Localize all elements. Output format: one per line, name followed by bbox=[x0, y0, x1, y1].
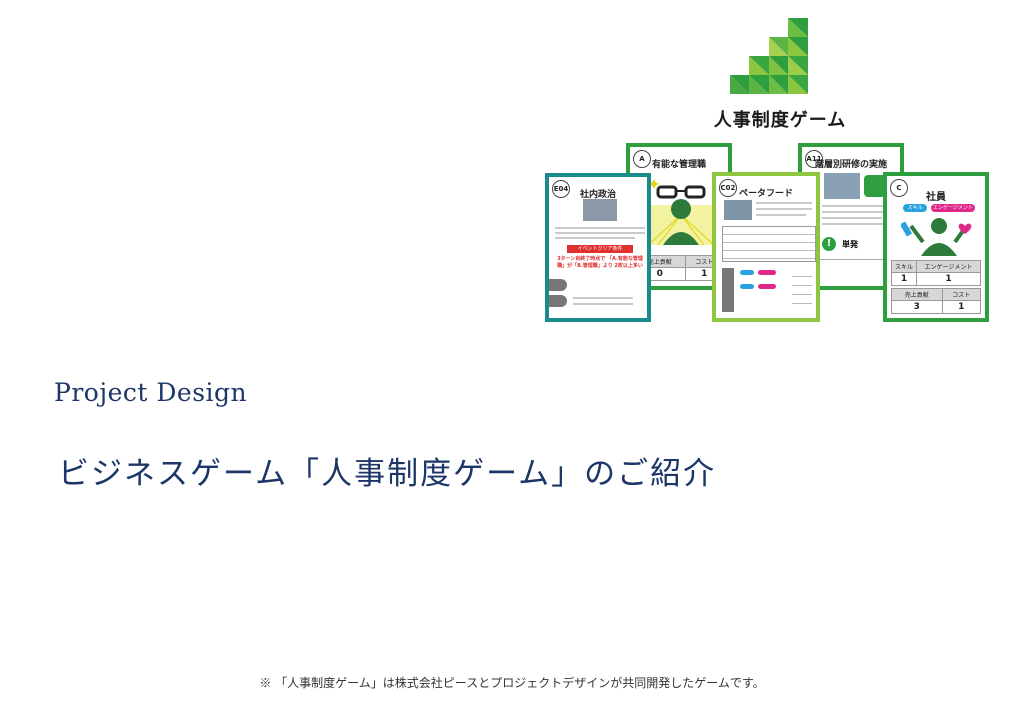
event-clear-title: イベントクリア条件 bbox=[567, 245, 633, 253]
card-badge: C02 bbox=[719, 179, 737, 197]
stat-value: 3 bbox=[891, 300, 943, 314]
card-title: 階層別研修の実施 bbox=[814, 160, 887, 170]
training-icon bbox=[864, 175, 886, 197]
stat-label: コスト bbox=[941, 288, 982, 301]
politics-tab bbox=[549, 295, 567, 307]
card-badge: C bbox=[890, 179, 908, 197]
employee-illustration-icon bbox=[901, 218, 972, 256]
page-title: ビジネスゲーム「人事制度ゲーム」のご紹介 bbox=[58, 456, 717, 492]
stat-label: スキル bbox=[891, 260, 917, 273]
politics-tab bbox=[549, 279, 567, 291]
card-title: 有能な管理職 bbox=[651, 160, 706, 170]
stat-label: 売上貢献 bbox=[891, 288, 943, 301]
stat-label: エンゲージメント bbox=[915, 260, 982, 273]
manager-illustration-icon bbox=[648, 179, 714, 245]
game-logo: 人事制度ゲーム bbox=[700, 18, 860, 131]
logo-title: 人事制度ゲーム bbox=[713, 110, 847, 131]
brand-logo-text: Project Design bbox=[54, 378, 248, 407]
card-badge: A11 bbox=[805, 150, 823, 168]
card-title: ペータフード bbox=[738, 189, 793, 199]
card-badge: A bbox=[633, 150, 651, 168]
card-title: 社内政治 bbox=[579, 190, 616, 200]
event-clear-text: 3ターン目終了時点で 「A.有能な管理職」が「B.管理職」より 2枚以上多い bbox=[557, 256, 643, 269]
stat-value: 1 bbox=[915, 272, 982, 286]
politics-photo bbox=[583, 199, 617, 221]
card-title: 社員 bbox=[926, 192, 946, 203]
training-photo bbox=[824, 173, 860, 199]
engagement-tag: エンゲージメント bbox=[931, 204, 975, 212]
alert-icon: ! bbox=[822, 237, 836, 251]
footnote: ※ 「人事制度ゲーム」は株式会社ピースとプロジェクトデザインが共同開発したゲーム… bbox=[259, 676, 765, 690]
training-cost-box bbox=[820, 259, 900, 282]
stat-value: 1 bbox=[891, 272, 917, 286]
paternal-tags bbox=[722, 268, 814, 312]
skill-tag: スキル bbox=[903, 204, 927, 212]
single-label: 単発 bbox=[842, 240, 858, 249]
paternal-grid bbox=[722, 226, 816, 262]
card-badge: E04 bbox=[552, 180, 570, 198]
card-paternal: C02 ペータフード bbox=[712, 172, 820, 322]
stairs-logo-icon bbox=[730, 18, 808, 94]
paternal-photo bbox=[724, 200, 752, 220]
stat-value: 1 bbox=[941, 300, 982, 314]
card-politics: E04 社内政治 イベントクリア条件 3ターン目終了時点で 「A.有能な管理職」… bbox=[545, 173, 651, 322]
